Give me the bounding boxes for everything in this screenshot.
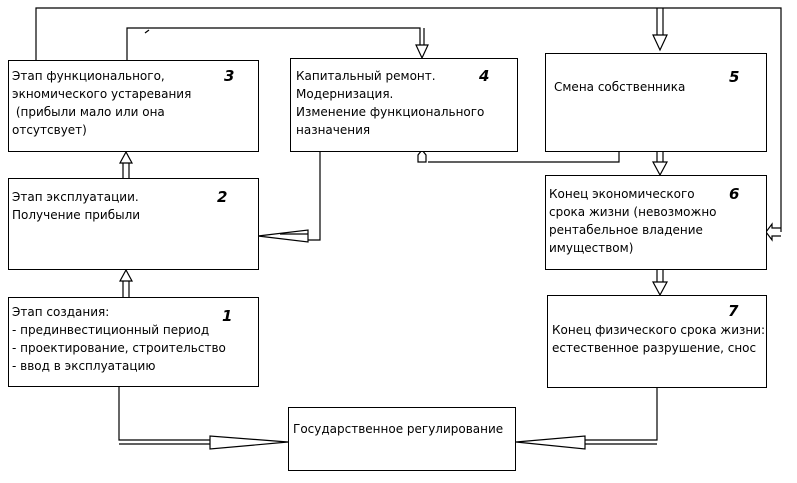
box1-line-1: Этап создания: [12, 305, 110, 319]
box4-line-4: назначения [296, 123, 371, 137]
box1-number: 1 [222, 307, 233, 325]
connector-box3-box4 [126, 27, 421, 62]
connector-box5-box4 [428, 152, 620, 163]
box4-line-1: Капитальный ремонт. [296, 69, 436, 83]
box-stage-operation: Этап эксплуатации. Получение прибыли 2 [8, 178, 259, 270]
box5-number: 5 [729, 68, 740, 86]
arrow-head-into-gov-left [209, 435, 289, 450]
box1-line-2: - прединвестиционный период [12, 323, 210, 337]
box6-line-3: рентабельное владение [549, 223, 703, 237]
connector-box4-box2 [308, 152, 321, 241]
arrow-head-into-box6 [765, 222, 781, 242]
box8-line-1: Государственное регулирование [293, 422, 504, 436]
box2-line-2: Получение прибыли [12, 208, 141, 222]
arrow-head-into-box2-right [257, 229, 309, 243]
box2-line-1: Этап эксплуатации. [12, 190, 139, 204]
box-major-repair: Капитальный ремонт. Модернизация. Измене… [290, 58, 518, 152]
arrow-head-into-box4 [415, 44, 429, 60]
box7-line-2: естественное разрушение, снос [552, 341, 757, 355]
box4-line-2: Модернизация. [296, 87, 394, 101]
box-end-economic-life: Конец экономического срока жизни (невозм… [545, 175, 767, 270]
box7-line-1: Конец физического срока жизни: [552, 323, 766, 337]
box6-line-2: срока жизни (невозможно [549, 205, 717, 219]
box-owner-change: Смена собственника 5 [545, 53, 767, 152]
box3-line-4: отсутсвует) [12, 123, 87, 137]
arrow-head-into-box5 [652, 34, 668, 52]
box6-line-1: Конец экономического [549, 187, 695, 201]
box3-line-3: (прибыли мало или она [12, 105, 165, 119]
box-stage-obsolescence: Этап функционального, экномического уста… [8, 60, 259, 152]
arrow-head-into-gov-right [515, 435, 586, 450]
box7-number: 7 [728, 302, 739, 320]
box-stage-creation: Этап создания: - прединвестиционный пери… [8, 297, 259, 387]
box1-line-4: - ввод в эксплуатацию [12, 359, 156, 373]
box-state-regulation: Государственное регулирование [288, 407, 516, 471]
box5-line-1: Смена собственника [554, 80, 686, 94]
box6-number: 6 [729, 185, 740, 203]
box2-number: 2 [217, 188, 228, 206]
box1-line-3: - проектирование, строительство [12, 341, 226, 355]
box-end-physical-life: Конец физического срока жизни: естествен… [547, 295, 767, 388]
box3-number: 3 [224, 67, 235, 85]
arrow-head-into-box6-top [651, 161, 669, 177]
box4-number: 4 [479, 67, 490, 85]
box3-line-2: экномического устаревания [12, 87, 192, 101]
arrow-head-into-box7 [651, 281, 669, 297]
arrow-head-into-box4-bottom [417, 149, 427, 163]
arrow-head-into-box3 [118, 150, 134, 164]
connector-box1-gov [118, 387, 210, 441]
box6-line-4: имуществом) [549, 241, 634, 255]
connector-top-loop [35, 7, 782, 232]
arrow-head-into-box2-bottom [118, 268, 134, 282]
box4-line-3: Изменение функционального [296, 105, 485, 119]
box3-line-1: Этап функционального, [12, 69, 165, 83]
connector-box7-gov [585, 388, 658, 441]
